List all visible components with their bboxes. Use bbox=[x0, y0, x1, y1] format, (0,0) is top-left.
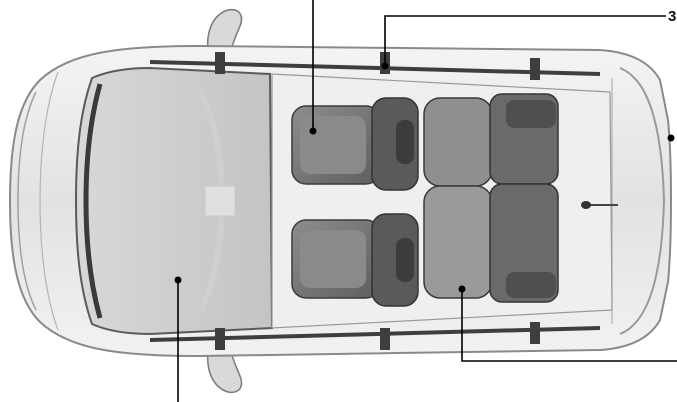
callout-b-pillar: 3 bbox=[381, 8, 676, 70]
callout-rear-seat bbox=[458, 285, 677, 362]
front-left-seat bbox=[291, 97, 419, 191]
callout-rear-side bbox=[667, 134, 675, 142]
callout-windshield bbox=[174, 276, 182, 402]
left-mirror bbox=[206, 8, 243, 55]
cargo-handle bbox=[581, 201, 618, 209]
rear-seat bbox=[423, 93, 559, 303]
front-right-seat bbox=[291, 213, 419, 307]
right-mirror bbox=[206, 347, 243, 394]
callout-label-3: 3 bbox=[668, 8, 676, 25]
windshield bbox=[74, 66, 274, 336]
callout-front-seat bbox=[309, 0, 317, 135]
